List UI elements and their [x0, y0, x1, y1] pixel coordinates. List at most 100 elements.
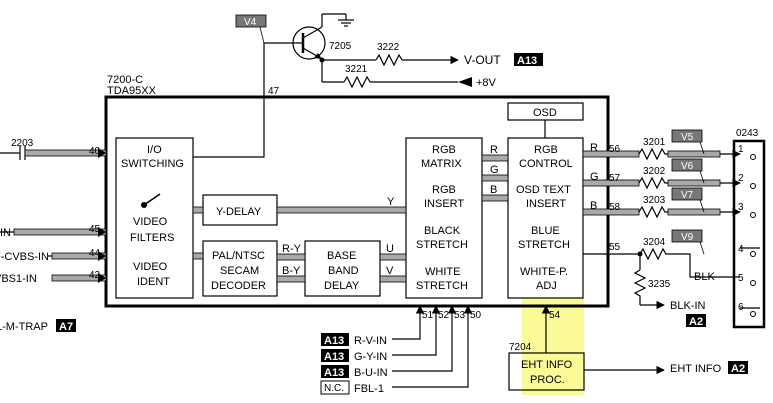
svg-text:A2: A2: [689, 316, 703, 328]
svg-text:INSERT: INSERT: [424, 198, 464, 210]
svg-text:V4: V4: [244, 17, 257, 28]
svg-text:SWITCHING: SWITCHING: [121, 158, 184, 170]
svg-text:OSD: OSD: [533, 107, 557, 119]
junction-vout: [319, 57, 325, 63]
svg-text:FILTERS: FILTERS: [130, 232, 174, 244]
svg-text:V7: V7: [681, 190, 694, 201]
svg-text:STRETCH: STRETCH: [416, 280, 468, 292]
ref-a7: A7: [56, 319, 76, 333]
eht-block: 54 7204 EHT INFO PROC.: [508, 305, 665, 391]
sig-g2: G: [590, 171, 599, 183]
svg-text:STRETCH: STRETCH: [416, 239, 468, 251]
pin-50: 50: [470, 310, 482, 321]
arrow-in42: [98, 273, 106, 283]
svg-text:RGB: RGB: [534, 144, 558, 156]
net-gyin: G-Y-IN: [354, 351, 387, 363]
output-resistors: [583, 147, 760, 310]
cap-2203: 2203: [11, 138, 34, 149]
ref-nc: N.C.: [320, 380, 350, 395]
svg-text:IDENT: IDENT: [137, 276, 170, 288]
svg-text:DELAY: DELAY: [324, 280, 360, 292]
svg-text:54: 54: [549, 310, 561, 321]
svg-text:RGB: RGB: [432, 184, 456, 196]
svg-text:6: 6: [738, 302, 744, 313]
arrow-in44: [98, 251, 106, 261]
svg-text:Y-DELAY: Y-DELAY: [216, 206, 262, 218]
arrow-in40: [98, 148, 106, 158]
svg-text:RGB: RGB: [432, 144, 456, 156]
vout-label: V-OUT: [464, 53, 501, 67]
pin-56: 56: [609, 144, 621, 155]
svg-text:ADJ: ADJ: [536, 280, 557, 292]
svg-text:MATRIX: MATRIX: [421, 158, 462, 170]
tag-v9: V9: [671, 229, 705, 255]
ic-ref: 7200-C: [107, 74, 143, 86]
r3204-label: 3204: [643, 237, 666, 248]
pin-57: 57: [609, 173, 621, 184]
svg-text:A13: A13: [324, 351, 344, 363]
sig-r1: R: [490, 144, 498, 156]
block-rgb-matrix: RGB MATRIX RGB INSERT BLACK STRETCH WHIT…: [405, 137, 483, 299]
transistor-7205: [286, 13, 354, 82]
ref-a2-blk: A2: [686, 314, 706, 328]
sig-by: B-Y: [282, 265, 301, 277]
svg-text:INSERT: INSERT: [526, 198, 566, 210]
block-base-band-delay: BASE BAND DELAY: [304, 240, 381, 297]
transistor-ref: 7205: [329, 41, 352, 52]
svg-text:EHT INFO: EHT INFO: [521, 359, 573, 371]
tag-v5: V5: [671, 129, 705, 155]
sig-b2: B: [590, 200, 597, 212]
svg-text:A2: A2: [731, 363, 745, 375]
r3202-label: 3202: [643, 166, 666, 177]
net-eht-info: EHT INFO: [670, 363, 722, 375]
pin-45: 45: [89, 224, 101, 235]
svg-text:WHITE-P.: WHITE-P.: [520, 266, 568, 278]
arrow-in45: [98, 227, 106, 237]
r3201-label: 3201: [643, 137, 666, 148]
svg-text:WHITE: WHITE: [425, 266, 460, 278]
eht-highlight: [522, 298, 584, 395]
svg-text:A13: A13: [324, 335, 344, 347]
block-io-switching: I/O SWITCHING VIDEO FILTERS VIDEO IDENT: [115, 137, 194, 299]
connector-ref: 0243: [736, 128, 759, 139]
svg-text:CONTROL: CONTROL: [519, 158, 573, 170]
r3221-label: 3221: [345, 64, 368, 75]
sig-r2: R: [590, 142, 598, 154]
pin-51: 51: [422, 310, 434, 321]
sig-g1: G: [490, 164, 499, 176]
svg-text:DECODER: DECODER: [211, 280, 266, 292]
svg-text:V6: V6: [681, 161, 694, 172]
svg-text:PROC.: PROC.: [530, 374, 565, 386]
switch-icon: [141, 193, 161, 208]
plus8v-label: +8V: [476, 77, 497, 89]
ic-part: TDA95XX: [107, 85, 157, 97]
pin-52: 52: [438, 310, 450, 321]
emitter-arrow: [314, 53, 322, 59]
sig-b1: B: [490, 184, 497, 196]
pin-44: 44: [89, 248, 101, 259]
ref-a13-g: A13: [321, 349, 349, 363]
ref-a2-eht: A2: [728, 361, 748, 375]
svg-text:A7: A7: [59, 321, 73, 333]
pin-47: 47: [268, 86, 280, 97]
ref-a13-vout: A13: [514, 53, 543, 67]
connector-body: [732, 139, 766, 329]
connector-pins: 1 2 3 4 5 6: [738, 144, 756, 317]
bottom-input-lines: [392, 305, 473, 388]
svg-text:V9: V9: [681, 232, 694, 243]
pin-40: 40: [89, 146, 101, 157]
svg-text:N.C.: N.C.: [324, 383, 344, 394]
net-vbs1-in: VBS1-IN: [0, 273, 37, 285]
svg-text:A13: A13: [517, 55, 537, 67]
pin-53: 53: [454, 310, 466, 321]
svg-text:4: 4: [738, 244, 744, 255]
ic-outline: [104, 95, 610, 308]
block-osd: OSD: [507, 102, 584, 138]
svg-text:BLACK: BLACK: [424, 225, 461, 237]
svg-text:I/O: I/O: [147, 144, 162, 156]
net-in: IN: [0, 227, 11, 239]
sig-v: V: [386, 265, 394, 277]
svg-text:PAL/NTSC: PAL/NTSC: [212, 250, 265, 262]
junction-55: [637, 251, 643, 257]
